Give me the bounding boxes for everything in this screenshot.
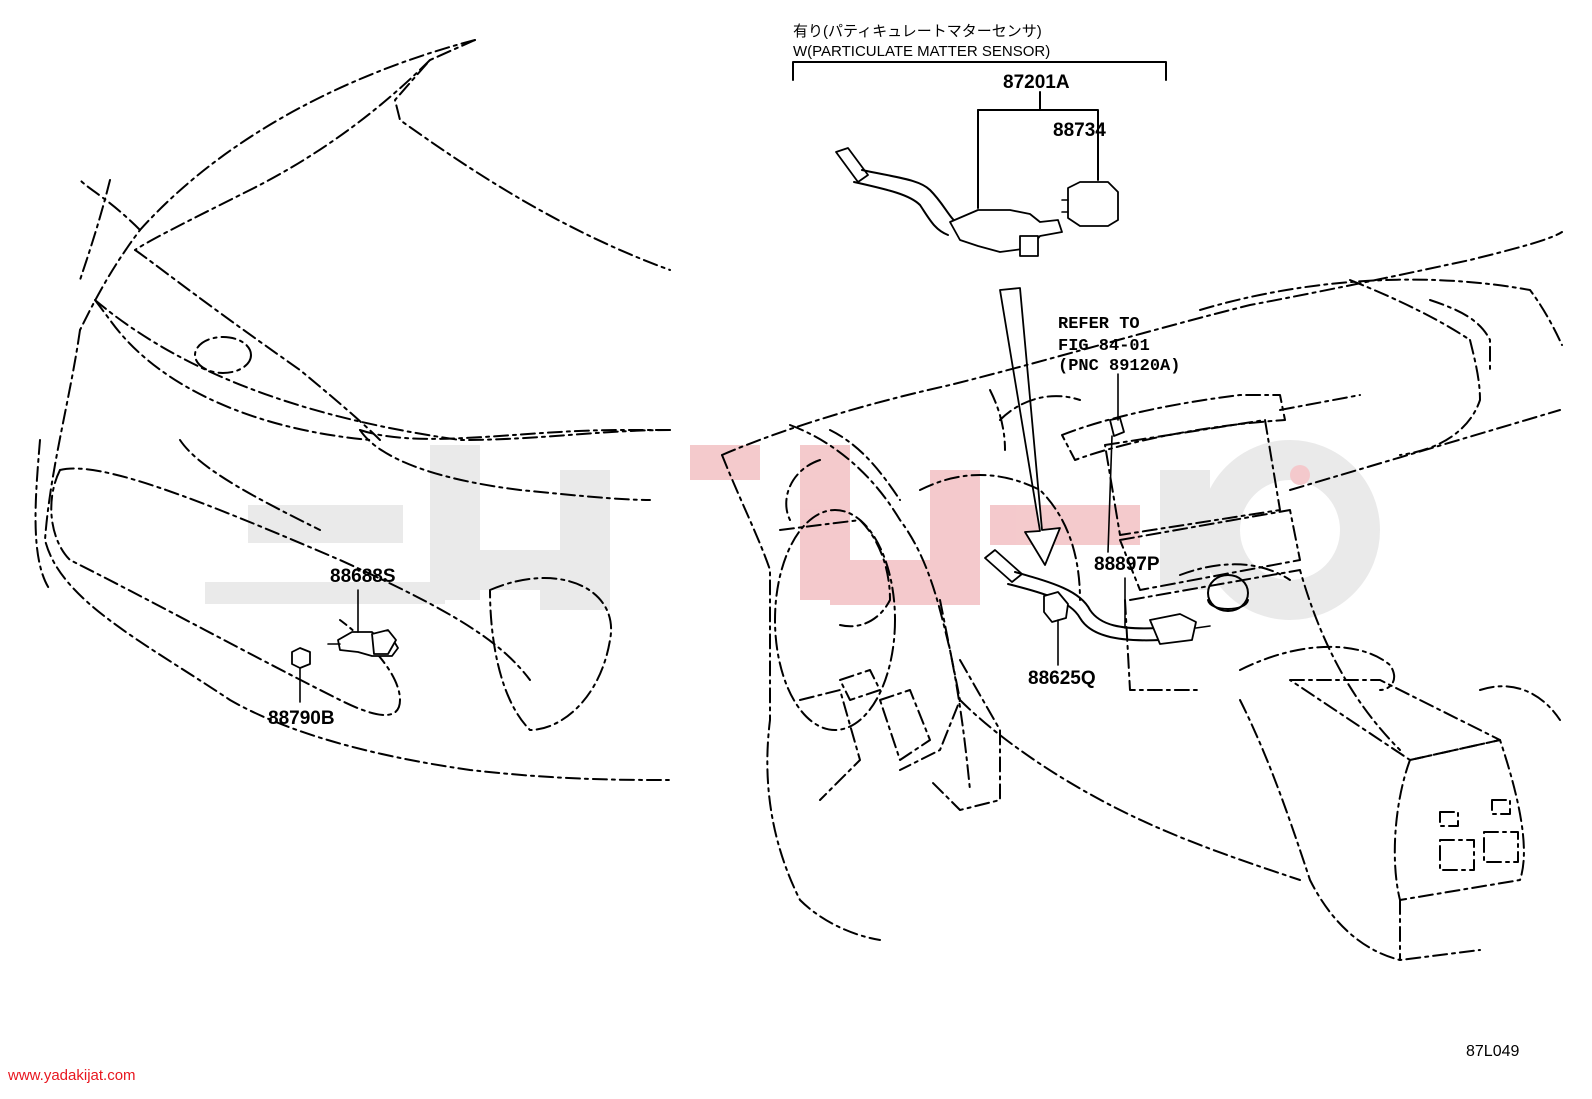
- part-label-88625Q[interactable]: 88625Q: [1028, 668, 1096, 689]
- leader-88897P-upper: [1107, 435, 1113, 553]
- watermark-logo: [205, 440, 1380, 620]
- header-jp-label: 有り(パティキュレートマターセンサ): [793, 23, 1042, 40]
- part-89120A-graphic[interactable]: [1109, 417, 1125, 437]
- part-88688S-graphic[interactable]: [327, 629, 399, 657]
- reference-line-1: REFER TO: [1058, 315, 1140, 334]
- part-label-87201A[interactable]: 87201A: [1003, 72, 1070, 93]
- part-label-88897P[interactable]: 88897P: [1094, 554, 1160, 575]
- vehicle-front-outline: [34, 39, 671, 781]
- part-88790B-graphic[interactable]: [291, 647, 311, 669]
- sensor-assembly-graphic[interactable]: [835, 147, 1119, 257]
- bracket-87201A-branch: [977, 109, 1099, 181]
- reference-line-3: (PNC 89120A): [1058, 357, 1180, 376]
- bracket-particulate-sensor: [792, 61, 1167, 81]
- dashboard-outline: [721, 231, 1563, 961]
- part-label-88734[interactable]: 88734: [1053, 120, 1106, 141]
- console-knob: [1207, 574, 1249, 612]
- diagram-code: 87L049: [1466, 1043, 1519, 1060]
- installation-arrow: [999, 287, 1061, 566]
- part-88625Q-graphic[interactable]: [1043, 591, 1069, 623]
- watermark-url[interactable]: www.yadakijat.com: [7, 1067, 136, 1084]
- reference-line-2: FIG 84-01: [1058, 337, 1150, 356]
- wire-harness-88897P-graphic[interactable]: [984, 549, 1211, 645]
- part-label-88790B[interactable]: 88790B: [268, 708, 335, 729]
- part-label-88688S[interactable]: 88688S: [330, 566, 396, 587]
- header-en-label: W(PARTICULATE MATTER SENSOR): [793, 43, 1050, 60]
